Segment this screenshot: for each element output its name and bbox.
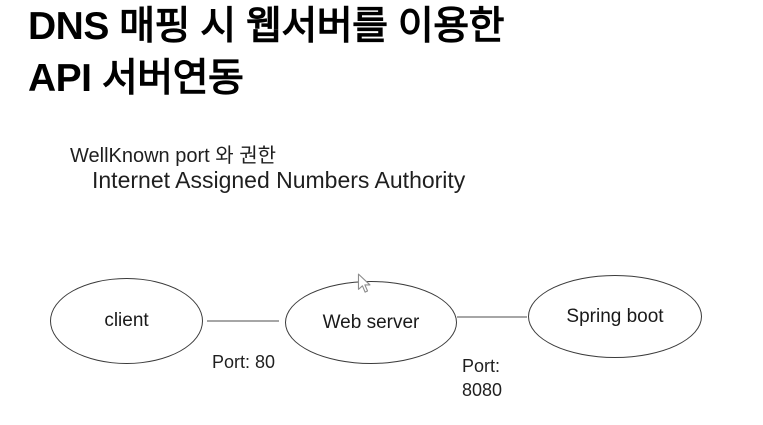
node-client: client [50, 278, 203, 364]
port-8080-label-line2: 8080 [462, 380, 503, 400]
port-8080-label-line1: Port: [462, 356, 501, 376]
port-80-label: Port: 80 [212, 352, 276, 372]
slide-title-line1: DNS 매핑 시 웹서버를 이용한 [28, 5, 504, 48]
node-spring-boot: Spring boot [528, 275, 702, 358]
connector-webserver-springboot [457, 316, 527, 318]
port-8080-label: Port: 8080 [462, 354, 502, 402]
slide-title: DNS 매핑 시 웹서버를 이용한 API 서버연동 [28, 1, 504, 105]
node-spring-boot-label: Spring boot [566, 305, 664, 327]
node-client-label: client [104, 310, 149, 331]
subtitle-iana: Internet Assigned Numbers Authority [92, 167, 466, 193]
node-web-server-label: Web server [322, 311, 420, 333]
mouse-cursor-icon [357, 273, 371, 293]
slide-title-line2: API 서버연동 [28, 57, 244, 100]
subtitle-wellknown-port: WellKnown port 와 권한 [70, 145, 277, 167]
node-web-server: Web server [285, 281, 457, 364]
connector-client-webserver [207, 320, 279, 322]
